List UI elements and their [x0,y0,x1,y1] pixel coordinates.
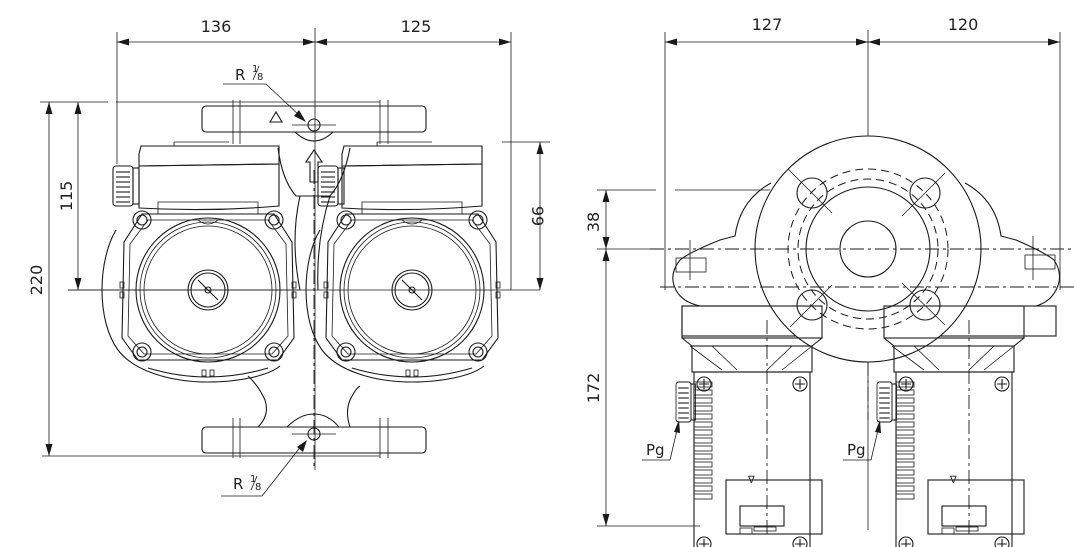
bottom-port-label: R [233,475,243,493]
dim-125: 125 [401,17,432,36]
top-flange [201,105,427,133]
left-side-motor [675,305,823,547]
dim-127: 127 [752,15,783,34]
bolt-hole [909,289,941,321]
dim-120: 120 [948,15,979,34]
dim-136: 136 [201,17,232,36]
terminal-symbol-right: ∇ [949,475,957,486]
svg-text:1: 1 [250,474,256,485]
svg-text:8: 8 [255,482,261,493]
top-port-label: R [235,66,245,84]
terminal-symbol-left: ∇ [747,475,755,486]
bolt-hole [796,177,828,209]
cable-gland-label-right: Pg [847,441,866,459]
side-view: 127 120 38 172 [584,15,1074,547]
cable-gland-label-left: Pg [646,441,665,459]
svg-text:8: 8 [257,72,263,83]
dim-115: 115 [57,181,76,212]
dim-38: 38 [584,212,603,232]
bolt-hole [909,177,941,209]
right-pump [305,141,501,383]
front-view: 136 125 220 115 99 R 1 [27,17,550,497]
bolt-hole [796,289,828,321]
flow-triangle-icon [269,110,283,123]
right-side-motor [876,305,1025,547]
dim-99: 99 [528,206,547,226]
dim-220: 220 [27,265,46,296]
dim-172: 172 [584,373,603,404]
svg-text:1: 1 [252,64,258,75]
left-pump [68,141,300,383]
